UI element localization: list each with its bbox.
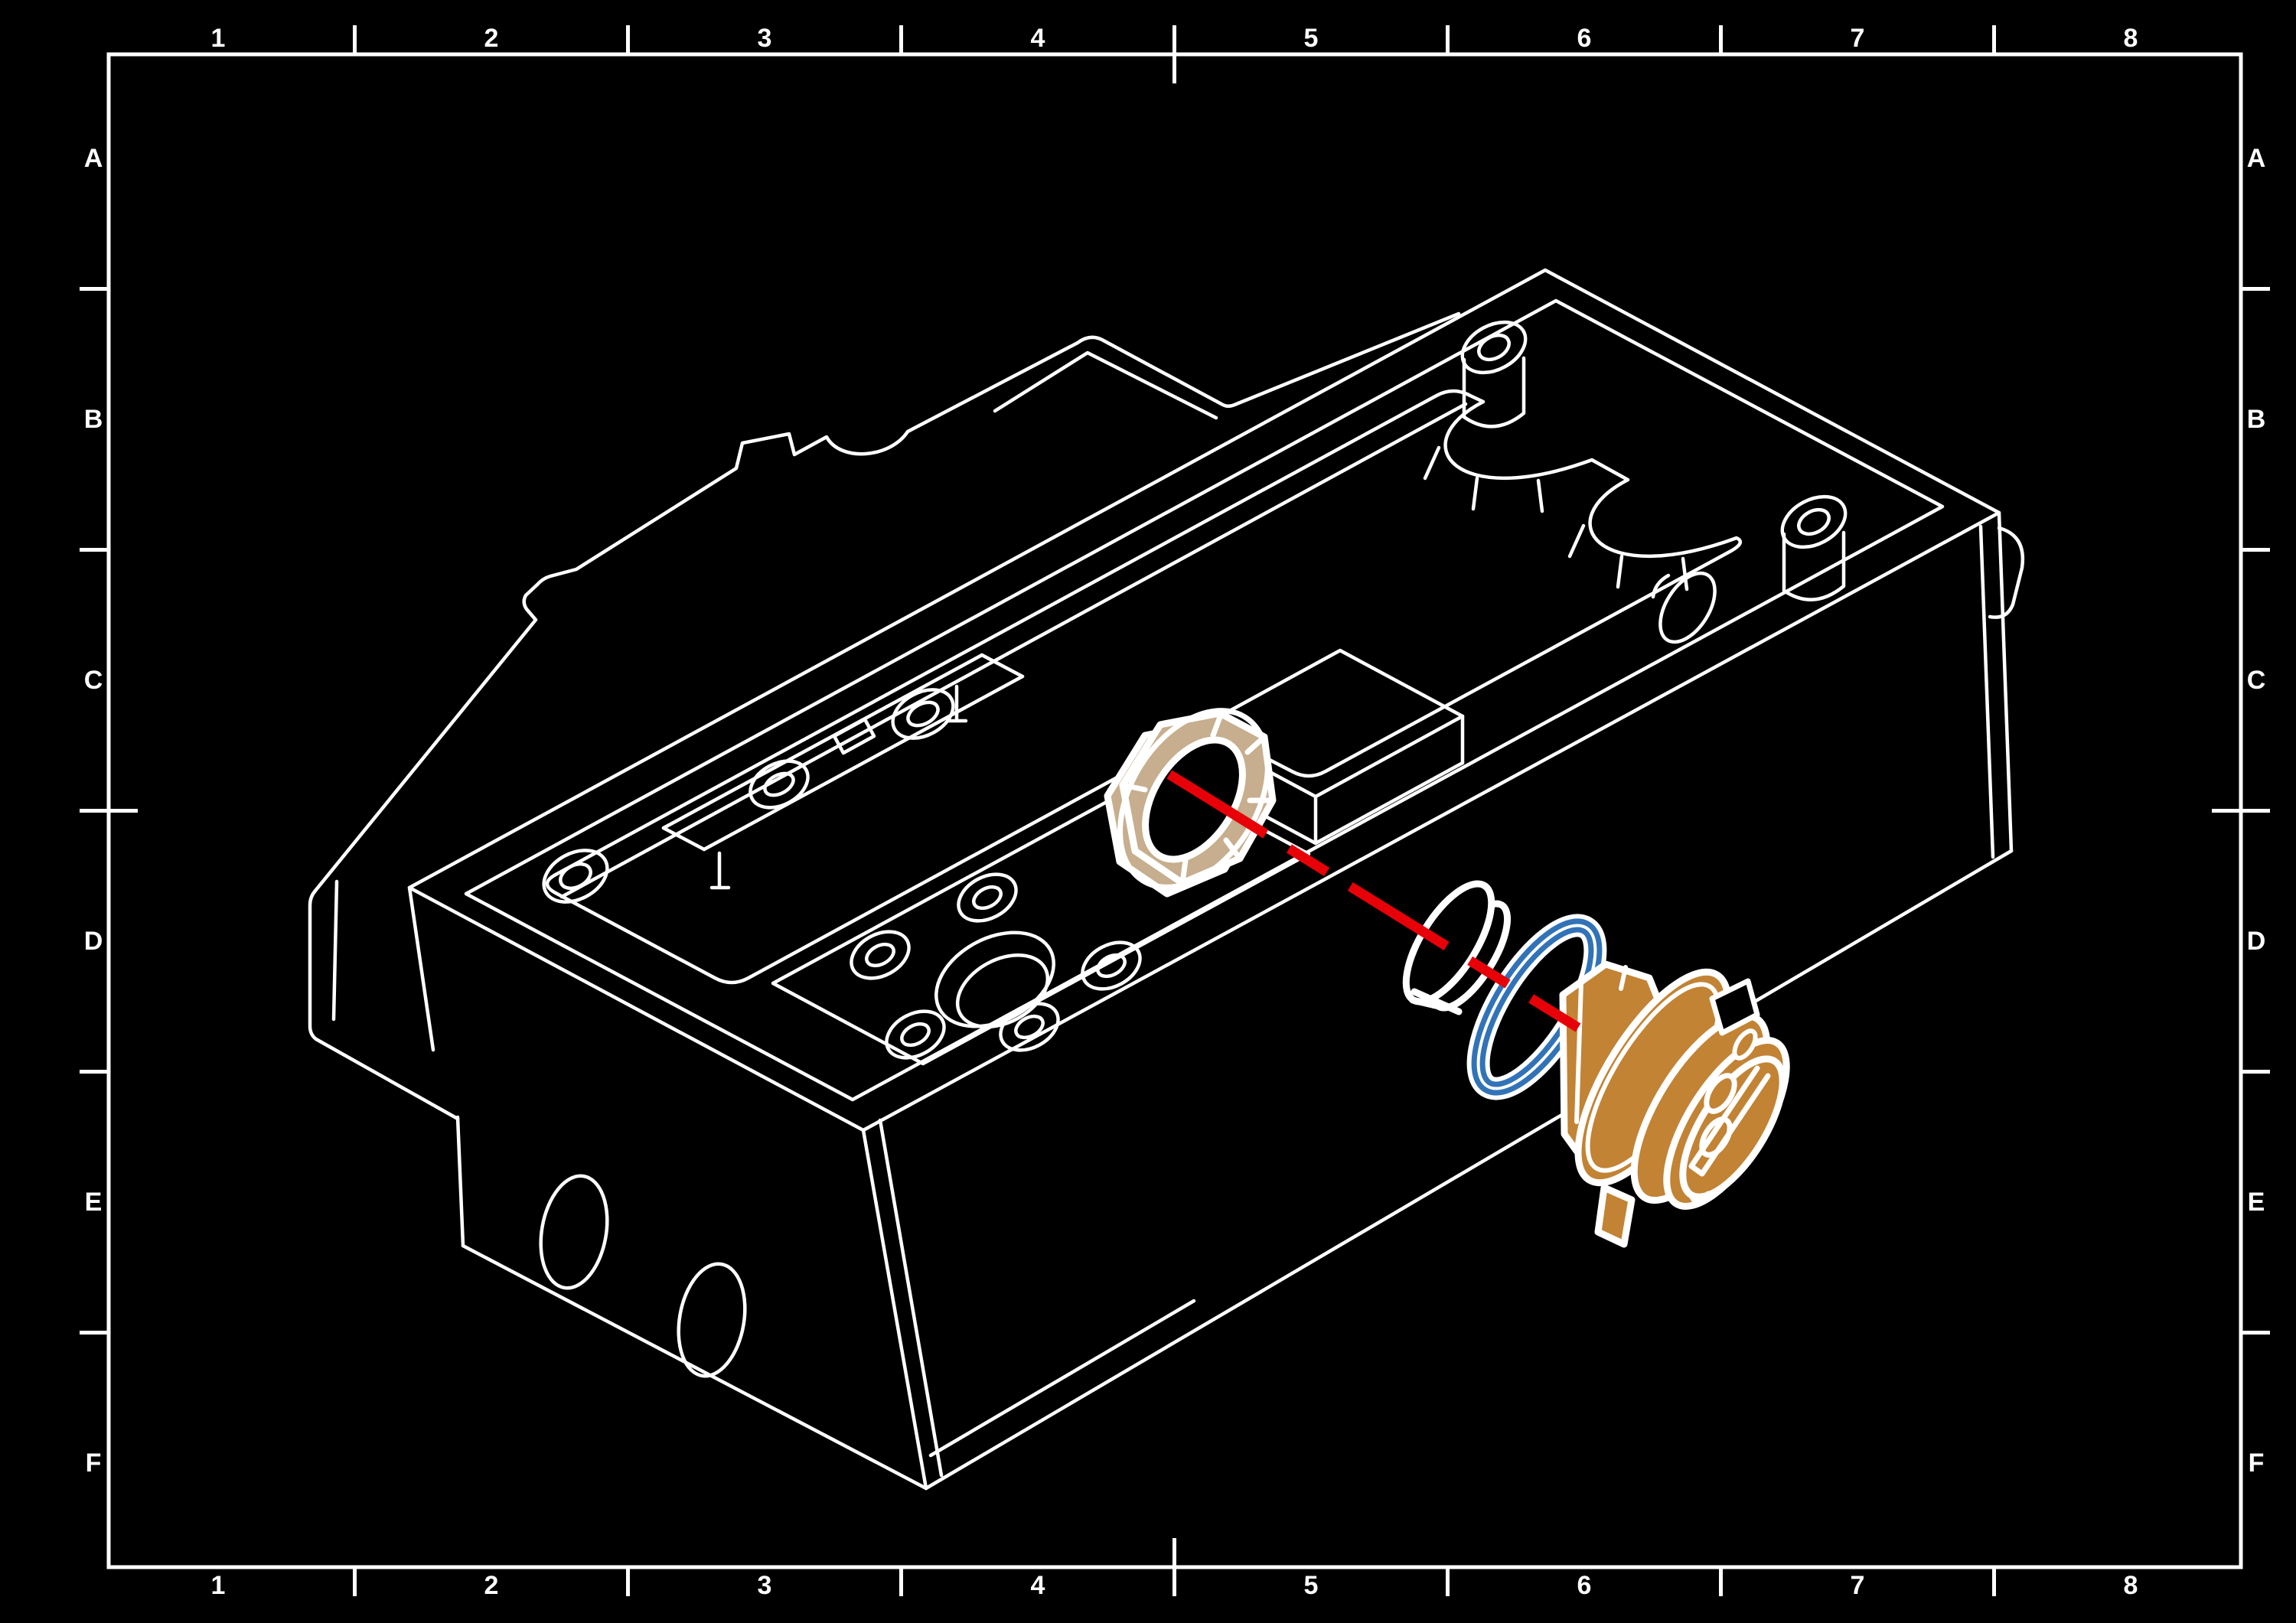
corner-ear bbox=[1988, 526, 2025, 619]
nut-chamfer-circle bbox=[1117, 708, 1270, 890]
nut-bore bbox=[1142, 736, 1246, 863]
rim-screw-hole bbox=[542, 849, 609, 904]
housing-top-rim-outer bbox=[407, 268, 2001, 1133]
grid-row-label-left-A: A bbox=[84, 144, 103, 173]
end-port-hole bbox=[539, 1174, 609, 1290]
housing-body-edges bbox=[861, 510, 2025, 1491]
connector-key-bar bbox=[1688, 1065, 1771, 1177]
grid-col-label-bottom-2: 2 bbox=[484, 1571, 499, 1600]
grid-row-label-left-F: F bbox=[86, 1449, 102, 1478]
grid-row-label-right-A: A bbox=[2247, 144, 2266, 173]
nut-facet-spokes bbox=[1120, 714, 1276, 886]
enclosure-housing bbox=[308, 268, 2025, 1491]
circular-connector bbox=[1559, 960, 1790, 1248]
grid-col-label-bottom-6: 6 bbox=[1577, 1571, 1592, 1600]
grid-col-label-bottom-3: 3 bbox=[758, 1571, 772, 1600]
grid-col-label-bottom-5: 5 bbox=[1304, 1571, 1319, 1600]
screw-boss-right bbox=[1780, 494, 1848, 601]
grid-row-label-left-B: B bbox=[84, 405, 103, 434]
grid-col-label-top-4: 4 bbox=[1031, 24, 1045, 53]
sealing-washer bbox=[1402, 880, 1512, 1015]
zone-tick-marks bbox=[80, 25, 2270, 1596]
grid-col-label-bottom-1: 1 bbox=[211, 1571, 226, 1600]
mounting-flange bbox=[308, 888, 460, 1121]
grid-row-label-left-D: D bbox=[84, 927, 103, 956]
left-end-face bbox=[308, 879, 928, 1491]
grid-row-label-right-E: E bbox=[2248, 1188, 2265, 1217]
grid-row-label-right-B: B bbox=[2247, 405, 2266, 434]
grid-col-label-top-3: 3 bbox=[758, 24, 772, 53]
connector-rear-stub bbox=[1594, 1184, 1636, 1248]
back-plate-thickness-line bbox=[993, 350, 1218, 420]
inner-wall-cutout bbox=[1651, 571, 1717, 644]
grid-col-label-top-7: 7 bbox=[1851, 24, 1865, 53]
grid-row-label-right-C: C bbox=[2247, 666, 2266, 695]
grid-row-label-right-D: D bbox=[2247, 927, 2266, 956]
end-port-hole bbox=[677, 1262, 747, 1378]
grid-col-label-bottom-4: 4 bbox=[1031, 1571, 1045, 1600]
pocket-facet-lines bbox=[1423, 445, 1689, 592]
housing-back-plate-silhouette bbox=[313, 311, 1461, 893]
housing-bottom-edge bbox=[924, 849, 2014, 1491]
housing-top-rim-inner-ledge bbox=[464, 298, 1945, 1102]
exploded-centerline bbox=[1166, 770, 1581, 1032]
connector-pin bbox=[1704, 1073, 1737, 1114]
grid-col-label-top-6: 6 bbox=[1577, 24, 1592, 53]
cavity-floor-line bbox=[559, 402, 1468, 899]
internal-mounting-rail bbox=[661, 653, 1025, 890]
front-deck-pad bbox=[771, 771, 1311, 1066]
grid-row-label-right-F: F bbox=[2249, 1449, 2265, 1478]
grid-col-label-top-2: 2 bbox=[484, 24, 499, 53]
grid-col-label-bottom-8: 8 bbox=[2124, 1571, 2138, 1600]
screw-boss-back bbox=[1460, 320, 1528, 429]
grid-col-label-top-8: 8 bbox=[2124, 24, 2138, 53]
grid-col-label-bottom-7: 7 bbox=[1851, 1571, 1865, 1600]
grid-col-label-top-1: 1 bbox=[211, 24, 226, 53]
connector-vent-hole bbox=[1732, 1028, 1758, 1061]
grid-row-label-left-C: C bbox=[84, 666, 103, 695]
cavity-opening bbox=[545, 389, 1743, 985]
grid-row-label-left-E: E bbox=[85, 1188, 103, 1217]
connector-key-notch bbox=[1709, 978, 1760, 1036]
deck-large-bore bbox=[934, 930, 1055, 1028]
grid-col-label-top-5: 5 bbox=[1304, 24, 1319, 53]
panel-jam-nut bbox=[1104, 708, 1277, 898]
